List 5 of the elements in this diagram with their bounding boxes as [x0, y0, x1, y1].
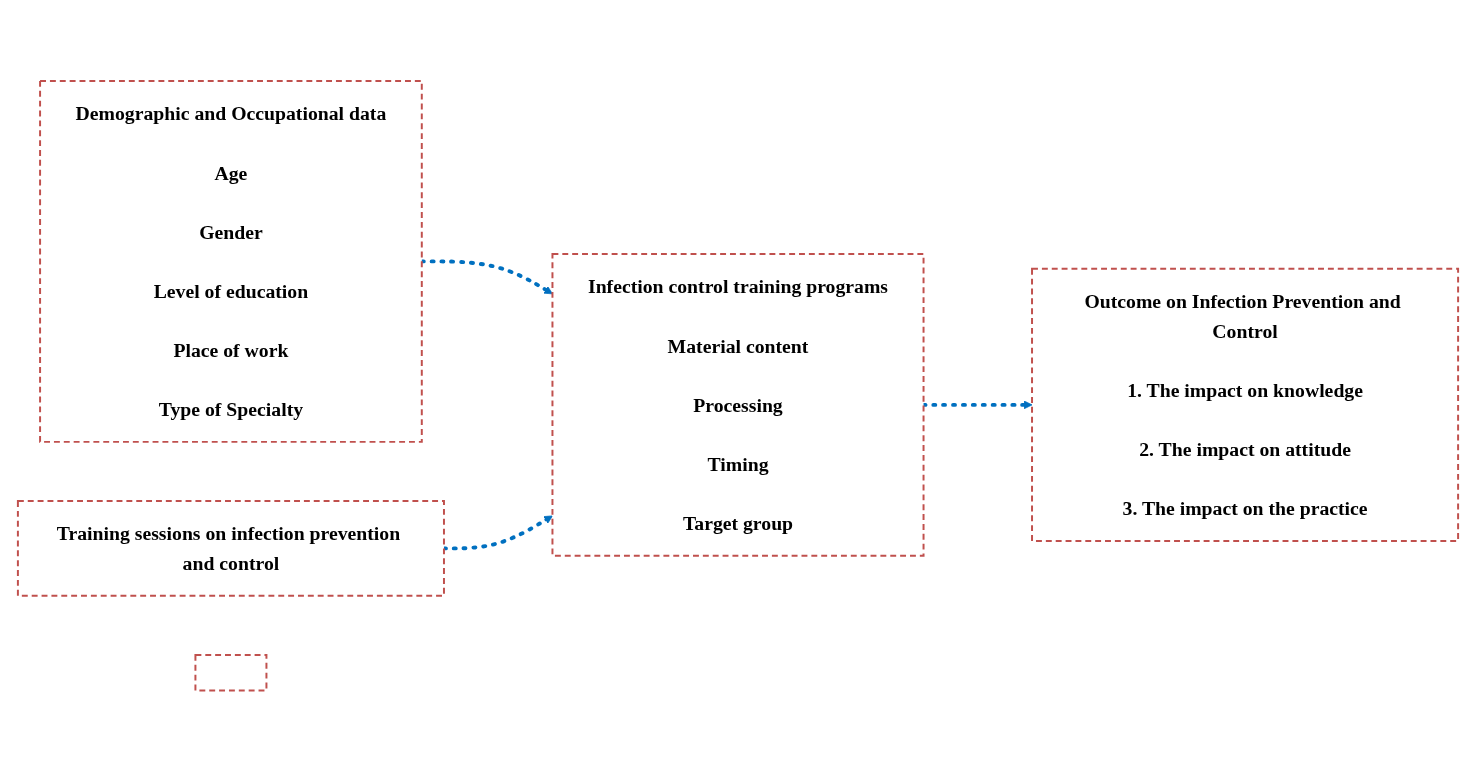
node-box: Infection control training programs Material content Processing Timing Target group: [551, 253, 925, 558]
node-box: [194, 654, 268, 692]
node-box: Training sessions on infection prevention and control: [16, 500, 445, 598]
node-box: Outcome on Infection Prevention and Control 1. The impact on knowledge 2. The impact on attitude 3. The impact on the practice: [1031, 268, 1460, 543]
node-box: Demographic and Occupational data Age Gender Level of education Place of work Type of Specialty: [39, 80, 423, 444]
